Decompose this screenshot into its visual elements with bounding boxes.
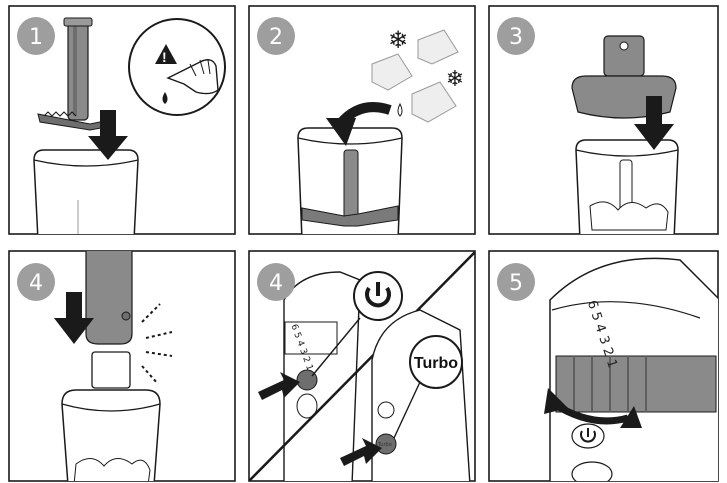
turbo-label: Turbo (414, 355, 458, 372)
panel-step-2: ❄ ❄ 2 (249, 6, 475, 240)
svg-text:❄: ❄ (388, 26, 408, 54)
panel-step-3: 3 (489, 6, 718, 240)
step-number-1: 1 (29, 25, 43, 50)
step-number-4a: 4 (29, 271, 43, 296)
panel-step-4b: 6 5 4 3 2 1 Turbo Turbo (249, 251, 475, 483)
power-icon (572, 424, 604, 448)
panel-step-4a: 4 (9, 250, 235, 483)
panel-step-5: 6 5 4 3 2 1 5 (489, 251, 720, 483)
svg-text:❄: ❄ (446, 67, 464, 92)
svg-text:!: ! (162, 49, 167, 65)
panel-step-1: ! 1 (9, 6, 235, 240)
step-number-2: 2 (269, 25, 283, 50)
step-number-4b: 4 (269, 271, 283, 296)
step-number-5: 5 (509, 271, 523, 296)
step-number-3: 3 (509, 25, 523, 50)
power-icon (354, 272, 402, 320)
